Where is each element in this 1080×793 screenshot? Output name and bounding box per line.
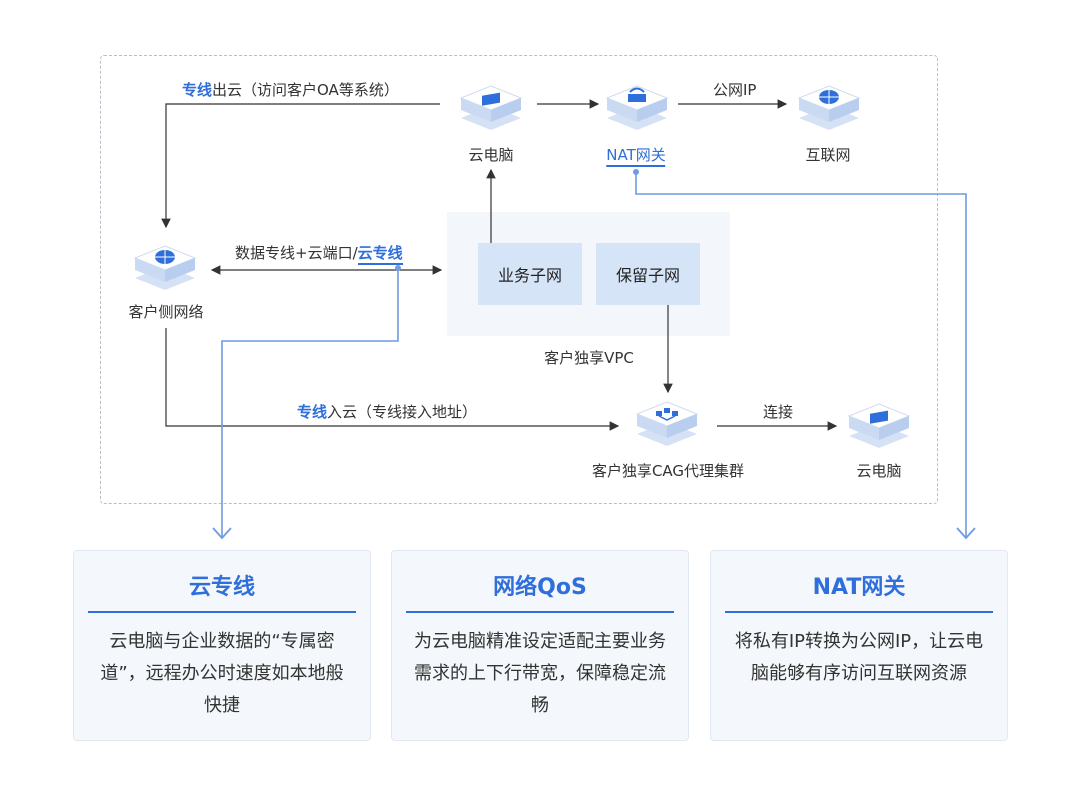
card-nat-gateway: NAT网关 将私有IP转换为公网IP，让云电脑能够有序访问互联网资源 bbox=[710, 550, 1008, 741]
customer-net-label: 客户侧网络 bbox=[128, 303, 204, 321]
line-in-cloud bbox=[165, 328, 620, 431]
card-dedicated-line: 云专线 云电脑与企业数据的“专属密道”，远程办公时速度如本地般快捷 bbox=[73, 550, 371, 741]
edge-dedicated-label: 数据专线+云端口/云专线 bbox=[235, 242, 403, 265]
reserved-subnet-label: 保留子网 bbox=[615, 266, 680, 285]
business-subnet-label: 业务子网 bbox=[497, 266, 562, 285]
callout-line-dedicated bbox=[221, 268, 399, 538]
nat-label: NAT网关 bbox=[606, 144, 666, 167]
edge-out-cloud-label: 专线出云（访问客户OA等系统） bbox=[182, 81, 399, 99]
internet-globe-icon bbox=[797, 85, 861, 130]
line-out-cloud bbox=[161, 103, 440, 229]
card-title: 云专线 bbox=[88, 569, 356, 613]
callout-arrowhead-nat bbox=[956, 527, 976, 540]
card-text: 云电脑与企业数据的“专属密道”，远程办公时速度如本地般快捷 bbox=[100, 631, 344, 716]
card-text: 将私有IP转换为公网IP，让云电脑能够有序访问互联网资源 bbox=[734, 631, 984, 684]
edge-in-cloud-label: 专线入云（专线接入地址） bbox=[297, 403, 478, 421]
card-network-qos: 网络QoS 为云电脑精准设定适配主要业务需求的上下行带宽，保障稳定流畅 bbox=[391, 550, 689, 741]
edge-connect-label: 连接 bbox=[763, 403, 794, 421]
card-title: 网络QoS bbox=[406, 569, 674, 613]
callout-arrowhead-dedicated bbox=[212, 527, 232, 540]
card-title: NAT网关 bbox=[725, 569, 993, 613]
reserved-subnet-box: 保留子网 bbox=[596, 243, 700, 305]
internet-label: 互联网 bbox=[805, 146, 851, 164]
cloud-pc-bottom-label: 云电脑 bbox=[856, 462, 902, 480]
cag-cluster-icon bbox=[635, 401, 699, 446]
customer-network-icon bbox=[133, 245, 197, 290]
cag-label: 客户独享CAG代理集群 bbox=[591, 462, 745, 480]
card-text: 为云电脑精准设定适配主要业务需求的上下行带宽，保障稳定流畅 bbox=[414, 631, 666, 716]
diagram-boundary bbox=[100, 55, 938, 504]
cloud-pc-bottom-icon bbox=[847, 403, 911, 448]
business-subnet-box: 业务子网 bbox=[478, 243, 582, 305]
vpc-label: 客户独享VPC bbox=[544, 349, 634, 367]
nat-gateway-icon bbox=[605, 85, 669, 130]
cloud-pc-label: 云电脑 bbox=[468, 146, 514, 164]
callout-line-nat bbox=[635, 172, 967, 538]
edge-public-ip-label: 公网IP bbox=[713, 81, 757, 99]
cloud-pc-icon bbox=[459, 85, 523, 130]
